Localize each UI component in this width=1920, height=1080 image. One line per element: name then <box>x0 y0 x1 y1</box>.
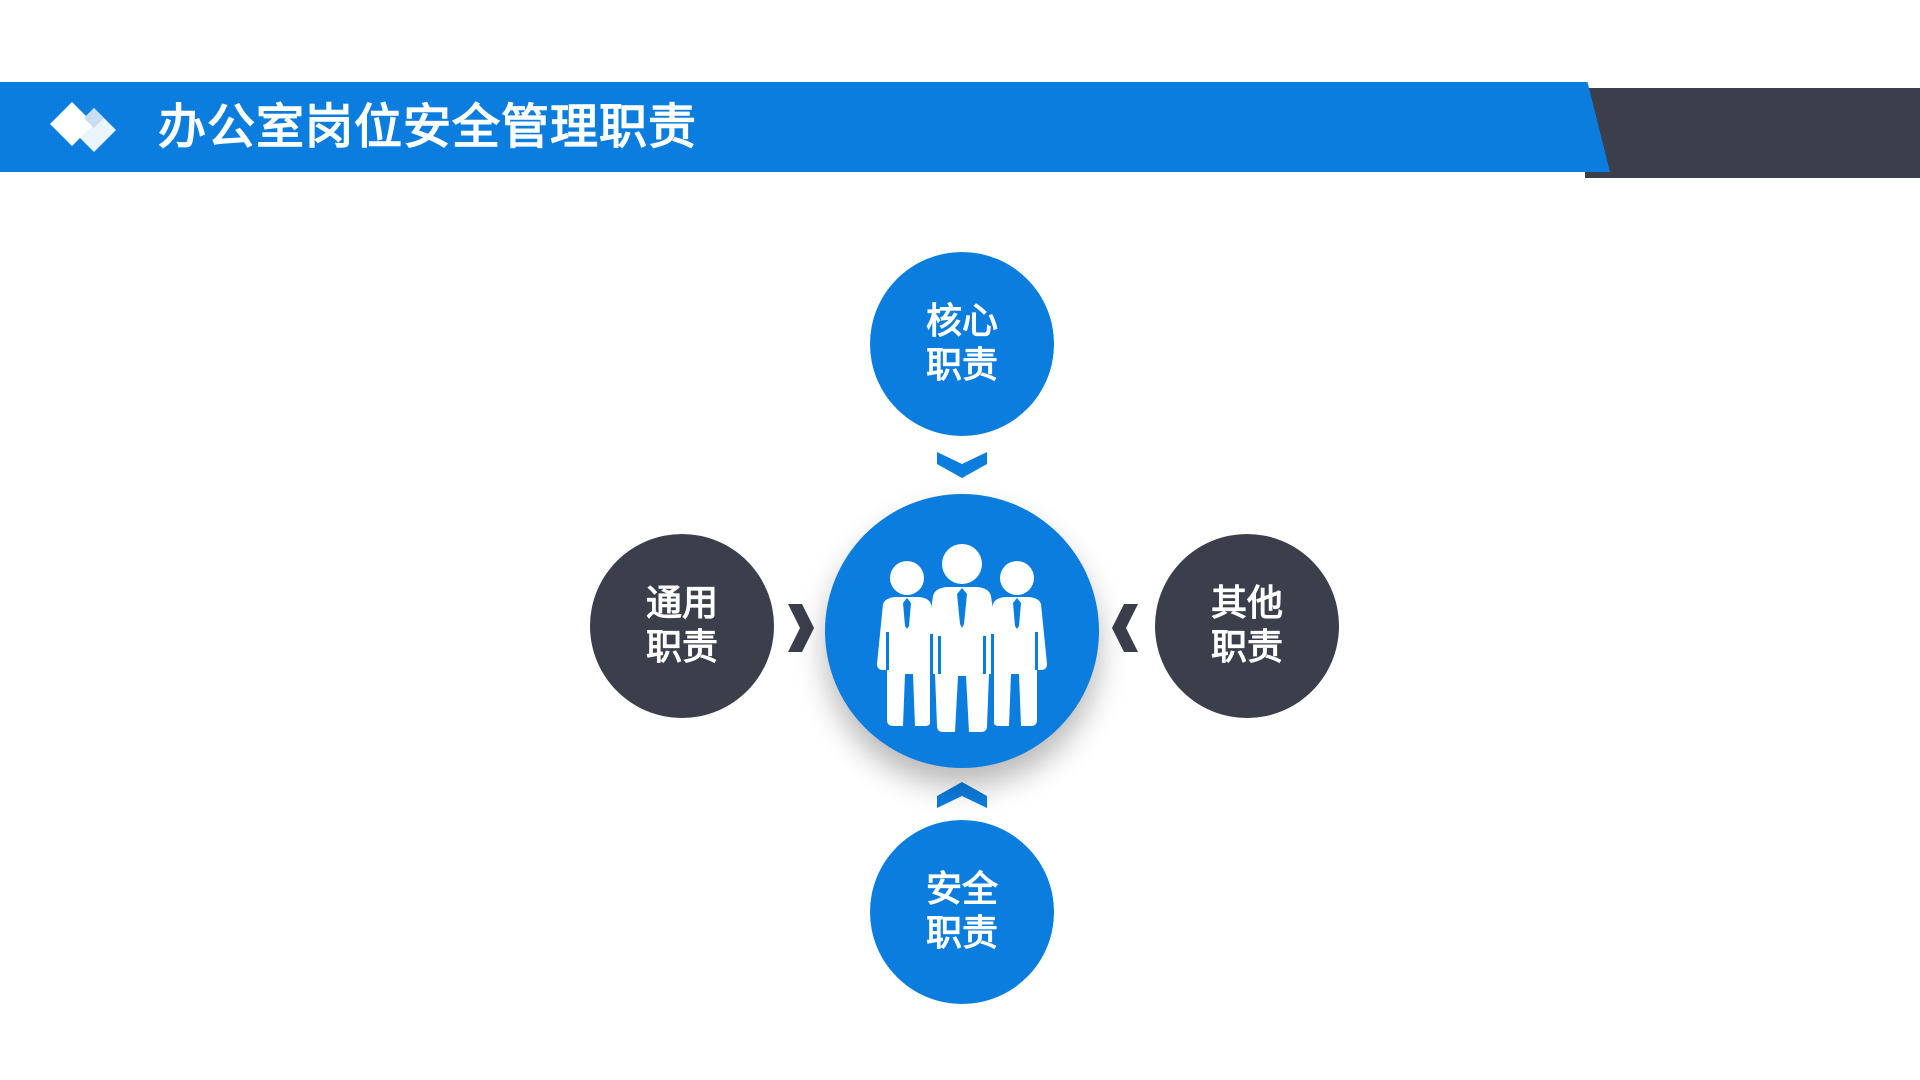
chevron-right-icon <box>788 604 814 652</box>
node-core-duties-line2: 职责 <box>925 345 998 386</box>
node-general-duties: 通用 职责 <box>590 534 774 718</box>
node-other-duties-line2: 职责 <box>1210 627 1283 668</box>
node-safety-duties-line1: 安全 <box>925 869 998 910</box>
node-general-duties-line2: 职责 <box>645 627 718 668</box>
chevron-left-icon <box>1112 604 1138 652</box>
node-core-duties-line1: 核心 <box>925 301 998 342</box>
header-banner-blue <box>0 82 1610 172</box>
node-other-duties: 其他 职责 <box>1155 534 1339 718</box>
diamond-logo-icon <box>50 102 116 152</box>
node-safety-duties-line2: 职责 <box>925 913 998 954</box>
header-banner-dark <box>1585 88 1920 178</box>
page-title: 办公室岗位安全管理职责 <box>158 99 698 155</box>
center-node <box>825 494 1099 768</box>
node-core-duties: 核心 职责 <box>870 252 1054 436</box>
chevron-up-icon <box>937 782 987 808</box>
chevron-down-icon <box>937 452 987 478</box>
people-group-icon <box>877 544 1047 732</box>
node-other-duties-line1: 其他 <box>1210 583 1283 624</box>
node-safety-duties: 安全 职责 <box>870 820 1054 1004</box>
node-general-duties-line1: 通用 <box>645 583 718 624</box>
